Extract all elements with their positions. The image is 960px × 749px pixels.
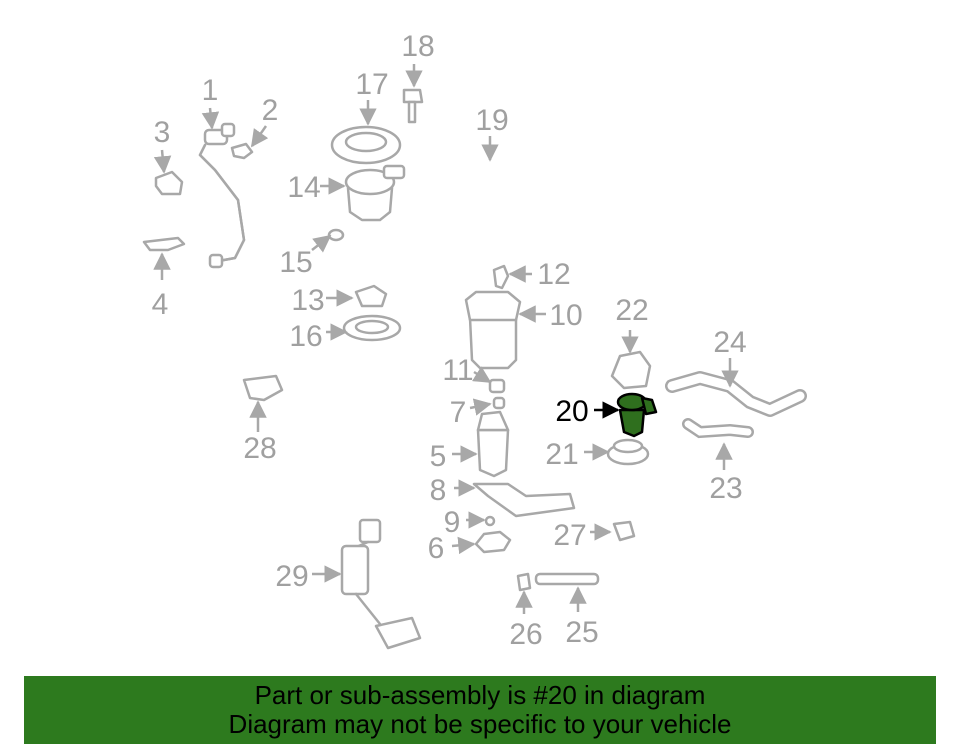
part-6-strainer[interactable] xyxy=(474,530,512,554)
part-14-pump-housing[interactable] xyxy=(344,164,406,222)
callout-17[interactable]: 17 xyxy=(355,68,388,101)
banner-line-2: Diagram may not be specific to your vehi… xyxy=(228,709,732,739)
callout-24[interactable]: 24 xyxy=(713,326,746,359)
part-8-bracket[interactable] xyxy=(472,482,576,518)
callout-25[interactable]: 25 xyxy=(565,616,598,649)
callout-29[interactable]: 29 xyxy=(275,560,308,593)
parts-diagram: 1 2 3 4 17 18 19 14 15 13 16 12 10 11 7 … xyxy=(142,30,807,651)
callout-19[interactable]: 19 xyxy=(475,104,508,137)
part-16-seal[interactable] xyxy=(342,314,402,342)
callout-16[interactable]: 16 xyxy=(289,320,322,353)
callout-13[interactable]: 13 xyxy=(291,284,324,317)
part-1-fuel-line[interactable] xyxy=(198,122,246,269)
part-21-gasket[interactable] xyxy=(606,438,650,466)
callout-14[interactable]: 14 xyxy=(287,171,320,204)
part-27-clip[interactable] xyxy=(612,520,636,542)
part-5-fuel-pump[interactable] xyxy=(476,410,510,478)
callout-7[interactable]: 7 xyxy=(450,396,467,429)
callout-23[interactable]: 23 xyxy=(709,472,742,505)
part-2-clip[interactable] xyxy=(230,142,254,160)
callout-22[interactable]: 22 xyxy=(615,294,648,327)
part-3-bracket[interactable] xyxy=(154,170,184,196)
callout-18[interactable]: 18 xyxy=(401,30,434,63)
info-banner: Part or sub-assembly is #20 in diagram D… xyxy=(24,676,936,744)
callout-labels: 1 2 3 4 17 18 19 14 15 13 16 12 10 11 7 … xyxy=(152,30,747,651)
callout-1[interactable]: 1 xyxy=(202,74,219,107)
callout-11[interactable]: 11 xyxy=(442,354,473,387)
part-13-cap[interactable] xyxy=(354,284,388,308)
callout-2[interactable]: 2 xyxy=(262,94,279,127)
callout-3[interactable]: 3 xyxy=(154,116,171,149)
part-19-hose[interactable] xyxy=(435,160,538,175)
leader-lines xyxy=(153,64,739,614)
part-28-sensor[interactable] xyxy=(242,374,284,402)
callout-15[interactable]: 15 xyxy=(279,246,312,279)
part-10-reservoir[interactable] xyxy=(464,290,522,370)
callout-5[interactable]: 5 xyxy=(430,440,447,473)
banner-line-1: Part or sub-assembly is #20 in diagram xyxy=(254,680,706,710)
part-12-valve[interactable] xyxy=(492,264,510,290)
callout-10[interactable]: 10 xyxy=(549,299,582,332)
callout-20[interactable]: 20 xyxy=(555,395,588,428)
callout-21[interactable]: 21 xyxy=(545,438,578,471)
part-18-bolt[interactable] xyxy=(402,88,424,124)
part-22-cap[interactable] xyxy=(610,350,652,390)
part-7-fitting[interactable] xyxy=(492,396,506,410)
part-17-lock-ring[interactable] xyxy=(330,125,402,165)
callout-26[interactable]: 26 xyxy=(509,618,542,651)
part-25-hose[interactable] xyxy=(534,572,600,586)
part-11-fitting[interactable] xyxy=(488,378,506,394)
callout-4[interactable]: 4 xyxy=(152,288,169,321)
part-4-bracket[interactable] xyxy=(142,236,186,252)
part-29-sender[interactable] xyxy=(340,518,422,650)
callout-27[interactable]: 27 xyxy=(553,519,586,552)
part-15-o-ring[interactable] xyxy=(327,228,345,242)
part-24-hose[interactable] xyxy=(665,371,807,417)
part-26-clip[interactable] xyxy=(516,572,532,592)
callout-6[interactable]: 6 xyxy=(428,532,445,565)
callout-12[interactable]: 12 xyxy=(537,258,570,291)
part-23-hose[interactable] xyxy=(682,418,754,439)
part-9-fitting[interactable] xyxy=(484,515,496,527)
callout-9[interactable]: 9 xyxy=(444,506,461,539)
part-20-highlighted[interactable] xyxy=(616,392,658,438)
callout-8[interactable]: 8 xyxy=(430,474,447,507)
callout-28[interactable]: 28 xyxy=(243,432,276,465)
